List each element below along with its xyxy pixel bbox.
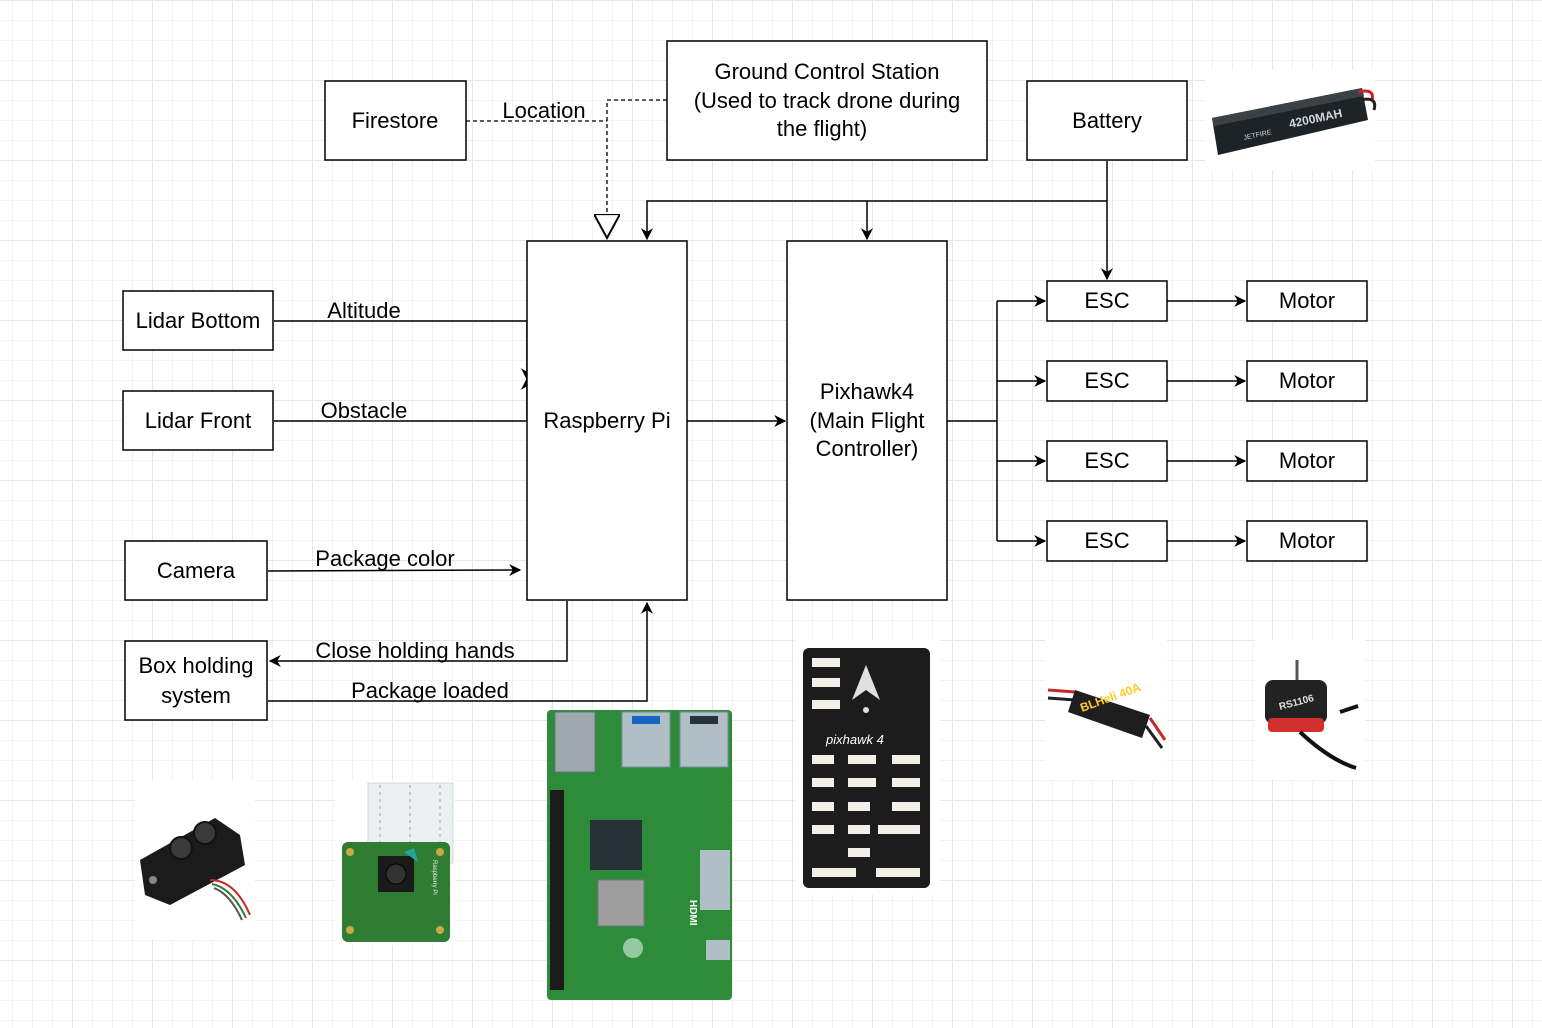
motor-block-1: Motor bbox=[1246, 280, 1368, 322]
camera-label: Camera bbox=[157, 558, 236, 583]
lidar-front-block: Lidar Front bbox=[122, 390, 274, 451]
package-color-label: Package color bbox=[315, 546, 454, 571]
lidar-bottom-label: Lidar Bottom bbox=[136, 308, 261, 333]
raspberry-pi-label: Raspberry Pi bbox=[543, 408, 670, 433]
esc-block-4: ESC bbox=[1046, 520, 1168, 562]
package-loaded-line bbox=[268, 601, 653, 702]
esc-block-3: ESC bbox=[1046, 440, 1168, 482]
camera-board-text: Raspberry Pi bbox=[431, 860, 437, 895]
esc-photo: BLHeli 40A bbox=[1045, 640, 1167, 780]
close-holding-hands-label: Close holding hands bbox=[315, 638, 514, 663]
gcs-label-line-3: the flight) bbox=[777, 116, 868, 141]
lidar-front-label: Lidar Front bbox=[145, 408, 251, 433]
motor-1-label: Motor bbox=[1279, 288, 1335, 313]
esc-1-label: ESC bbox=[1084, 288, 1129, 313]
altitude-label: Altitude bbox=[327, 298, 400, 323]
firestore-label: Firestore bbox=[352, 108, 439, 133]
package-color-line bbox=[267, 564, 522, 577]
camera-block: Camera bbox=[124, 540, 268, 601]
motor-3-label: Motor bbox=[1279, 448, 1335, 473]
gcs-to-rpi-dashed-line bbox=[607, 99, 667, 238]
obstacle-label: Obstacle bbox=[321, 398, 408, 423]
battery-block: Battery bbox=[1026, 80, 1188, 161]
motor-block-2: Motor bbox=[1246, 360, 1368, 402]
pixhawk-label-line-2: (Main Flight bbox=[810, 408, 925, 433]
gcs-label-line-2: (Used to track drone during bbox=[694, 88, 961, 113]
pixhawk-label-line-3: Controller) bbox=[816, 436, 919, 461]
altitude-line bbox=[274, 320, 533, 381]
box-holding-label-line-2: system bbox=[161, 683, 231, 708]
esc-2-label: ESC bbox=[1084, 368, 1129, 393]
rpi-hdmi-text: HDMI bbox=[687, 900, 698, 926]
raspberry-pi-photo: HDMI bbox=[547, 710, 732, 1000]
motor-block-3: Motor bbox=[1246, 440, 1368, 482]
esc-block-1: ESC bbox=[1046, 280, 1168, 322]
battery-to-rpi-line bbox=[641, 200, 1107, 241]
pixhawk-brand-text: pixhawk 4 bbox=[825, 732, 884, 747]
lidar-bottom-block: Lidar Bottom bbox=[122, 290, 274, 351]
package-loaded-label: Package loaded bbox=[351, 678, 509, 703]
motor-2-label: Motor bbox=[1279, 368, 1335, 393]
close-holding-hands-line bbox=[268, 601, 568, 667]
box-holding-label-line-1: Box holding bbox=[139, 653, 254, 678]
motor-block-4: Motor bbox=[1246, 520, 1368, 562]
motor-photo: RS1106 bbox=[1255, 640, 1365, 780]
battery-label: Battery bbox=[1072, 108, 1142, 133]
pixhawk-label-line-1: Pixhawk4 bbox=[820, 379, 914, 404]
raspberry-pi-block: Raspberry Pi bbox=[526, 240, 688, 601]
location-label: Location bbox=[502, 98, 585, 123]
motor-4-label: Motor bbox=[1279, 528, 1335, 553]
pixhawk-photo: pixhawk 4 bbox=[795, 640, 940, 895]
lidar-photo bbox=[135, 780, 255, 940]
pixhawk-block: Pixhawk4 (Main Flight Controller) bbox=[786, 240, 948, 601]
esc-3-label: ESC bbox=[1084, 448, 1129, 473]
battery-photo: 4200MAH JETFIRE bbox=[1205, 70, 1377, 170]
esc-4-label: ESC bbox=[1084, 528, 1129, 553]
esc-block-2: ESC bbox=[1046, 360, 1168, 402]
camera-photo: Raspberry Pi bbox=[335, 780, 455, 945]
ground-control-station-block: Ground Control Station (Used to track dr… bbox=[666, 40, 988, 161]
gcs-label-line-1: Ground Control Station bbox=[714, 59, 939, 84]
box-holding-system-block: Box holding system bbox=[124, 640, 268, 721]
firestore-block: Firestore bbox=[324, 80, 467, 161]
